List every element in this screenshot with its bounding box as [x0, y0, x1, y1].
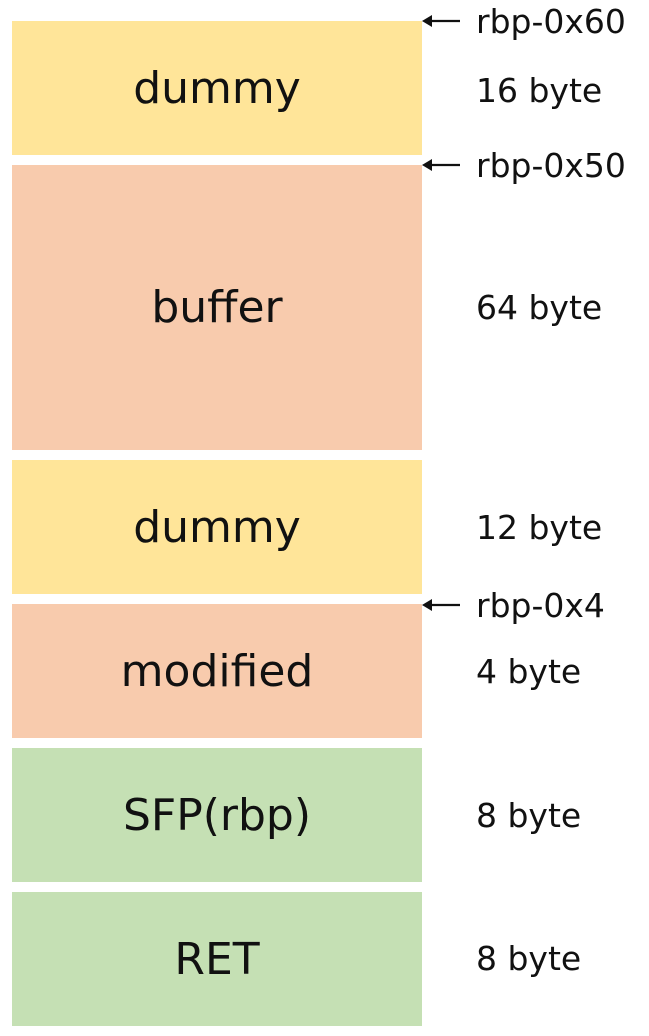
block-size-label: 8 byte — [476, 939, 582, 978]
address-marker: rbp-0x60 — [420, 1, 626, 41]
address-label: rbp-0x50 — [476, 145, 626, 185]
block-size-label: 12 byte — [476, 508, 603, 547]
arrow-left-icon — [422, 15, 460, 27]
stack-block-dummy-mid: dummy — [12, 460, 422, 594]
block-label: dummy — [133, 62, 301, 114]
block-label: SFP(rbp) — [122, 789, 312, 841]
block-label: modified — [120, 645, 314, 697]
address-label: rbp-0x4 — [476, 585, 605, 625]
stack-block-sfp: SFP(rbp) — [12, 748, 422, 882]
block-label: RET — [174, 933, 260, 985]
block-size-label: 8 byte — [476, 796, 582, 835]
block-label: dummy — [133, 501, 301, 553]
arrow-left-icon — [422, 159, 460, 171]
block-size-label: 4 byte — [476, 652, 582, 691]
stack-block-buffer: buffer — [12, 165, 422, 450]
address-marker: rbp-0x50 — [420, 145, 626, 185]
address-label: rbp-0x60 — [476, 1, 626, 41]
block-size-label: 64 byte — [476, 288, 603, 327]
stack-block-modified: modified — [12, 604, 422, 738]
block-label: buffer — [151, 282, 283, 333]
block-size-label: 16 byte — [476, 71, 603, 110]
stack-block-ret: RET — [12, 892, 422, 1026]
stack-block-dummy-top: dummy — [12, 21, 422, 155]
address-marker: rbp-0x4 — [420, 585, 605, 625]
arrow-left-icon — [422, 599, 460, 611]
